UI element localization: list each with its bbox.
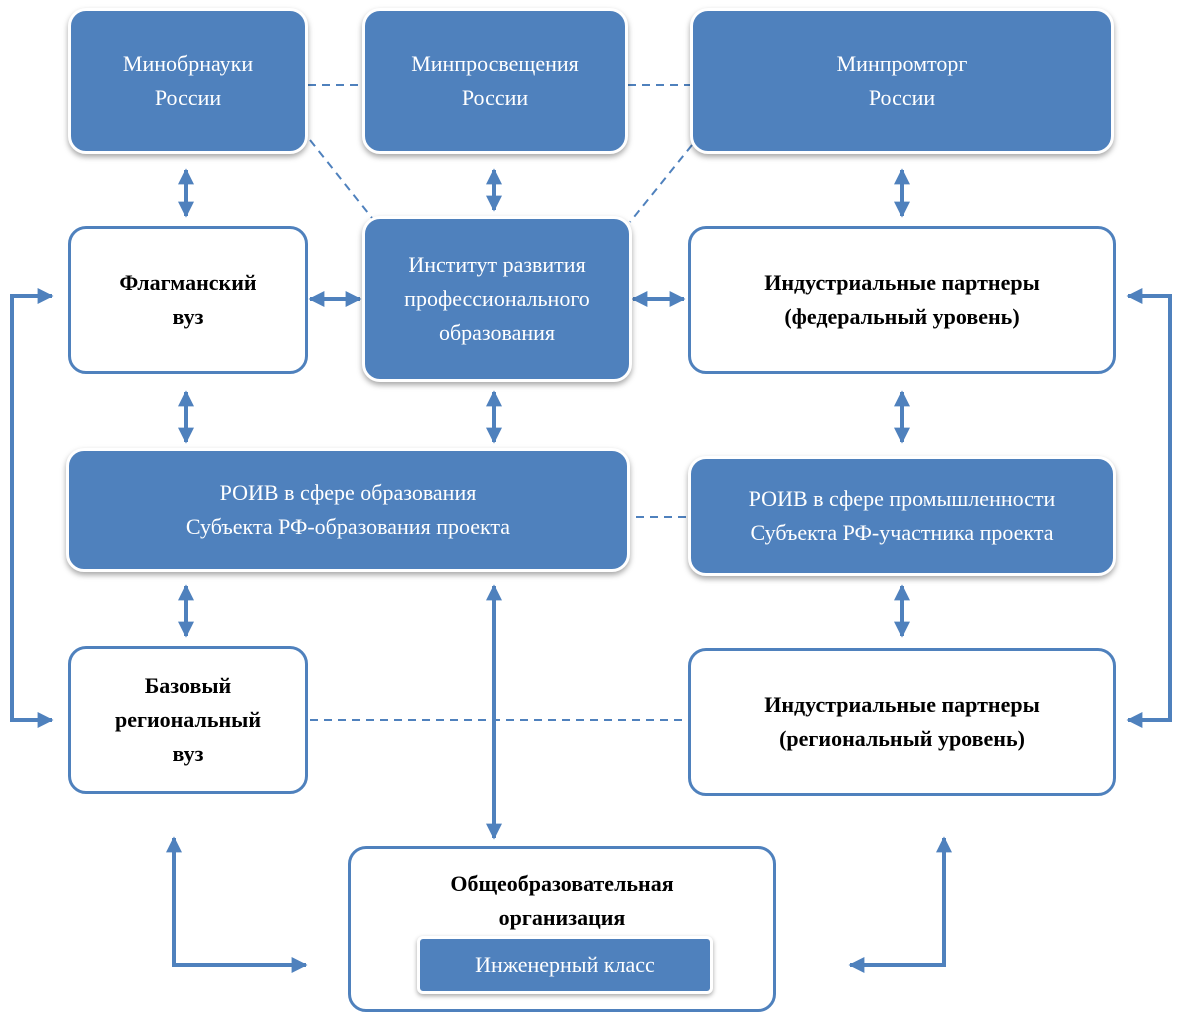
school-title-line-1: Общеобразовательная xyxy=(450,871,674,896)
roiv-education-box: РОИВ в сфере образования Субъекта РФ-обр… xyxy=(66,448,630,572)
institute-line-3: образования xyxy=(438,320,556,345)
dash-minobr-institute xyxy=(309,139,373,219)
school-title-line-2: организация xyxy=(498,905,626,930)
arrow-industrial-loop xyxy=(1126,288,1172,728)
industrial-federal-line-2: (федеральный уровень) xyxy=(784,304,1020,329)
industrial-regional-line-1: Индустриальные партнеры xyxy=(764,692,1040,717)
industrial-federal-line-1: Индустриальные партнеры xyxy=(764,270,1040,295)
flagship-line-2: вуз xyxy=(172,304,204,329)
institute-line-1: Институт развития xyxy=(408,252,586,277)
minpromtorg-line-2: России xyxy=(868,85,936,110)
arrow-links xyxy=(10,168,1172,973)
engineering-class-label: Инженерный класс xyxy=(475,952,655,977)
minobrnauki-line-1: Минобрнауки xyxy=(122,51,254,76)
engineering-class-box: Инженерный класс xyxy=(417,936,713,994)
roiv-education-line-2: Субъекта РФ-образования проекта xyxy=(185,514,511,539)
base-regional-line-3: вуз xyxy=(172,741,204,766)
dashed-links xyxy=(308,84,693,721)
minprosveshcheniya-box: Минпросвещения России xyxy=(362,8,628,154)
minpromtorg-line-1: Минпромторг xyxy=(836,51,968,76)
base-regional-line-2: региональный xyxy=(114,707,262,732)
dash-minprom-institute xyxy=(629,144,693,223)
roiv-industry-line-1: РОИВ в сфере промышленности xyxy=(748,486,1056,511)
minobrnauki-line-2: России xyxy=(154,85,222,110)
industrial-regional-line-2: (региональный уровень) xyxy=(779,726,1025,751)
arrow-flagship-base-loop xyxy=(10,288,54,728)
base-regional-university-box: Базовый региональный вуз xyxy=(68,646,308,794)
institute-box: Институт развития профессионального обра… xyxy=(362,216,632,382)
arrow-base-school xyxy=(166,836,308,973)
roiv-industry-box: РОИВ в сфере промышленности Субъекта РФ-… xyxy=(688,456,1116,576)
roiv-education-line-1: РОИВ в сфере образования xyxy=(219,480,477,505)
flagship-line-1: Флагманский xyxy=(119,270,257,295)
industrial-partners-federal-box: Индустриальные партнеры (федеральный уро… xyxy=(688,226,1116,374)
minprosveshcheniya-line-2: России xyxy=(461,85,529,110)
minpromtorg-box: Минпромторг России xyxy=(690,8,1114,154)
arrow-industrial-school xyxy=(848,836,952,973)
base-regional-line-1: Базовый xyxy=(144,673,232,698)
flagship-university-box: Флагманский вуз xyxy=(68,226,308,374)
roiv-industry-line-2: Субъекта РФ-участника проекта xyxy=(750,520,1054,545)
minprosveshcheniya-line-1: Минпросвещения xyxy=(411,51,579,76)
minobrnauki-box: Минобрнауки России xyxy=(68,8,308,154)
industrial-partners-regional-box: Индустриальные партнеры (региональный ур… xyxy=(688,648,1116,796)
institute-line-2: профессионального xyxy=(404,286,590,311)
